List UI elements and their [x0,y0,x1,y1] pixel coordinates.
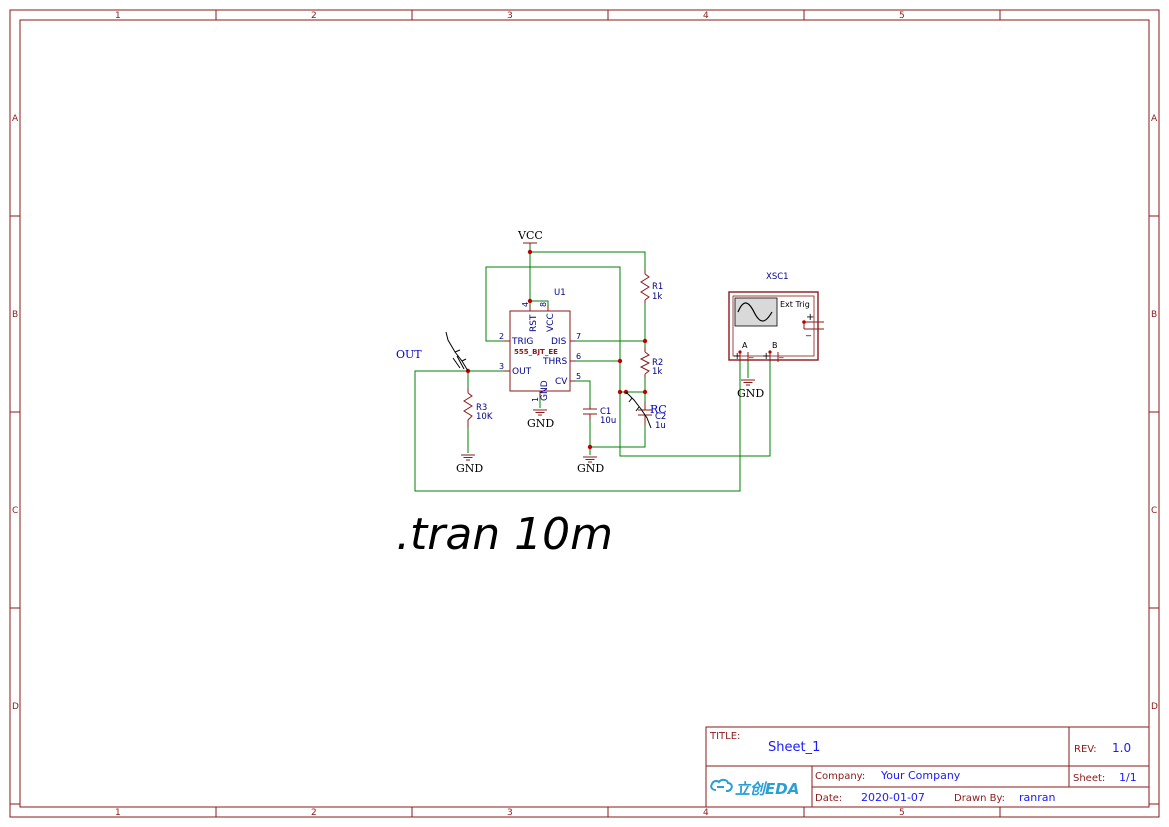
zone-row-A-left: A [12,114,19,124]
zone-row-C-right: C [1151,506,1157,516]
zone-row-D-left: D [12,702,19,712]
r3-value: 10K [476,412,493,422]
u1-pin-gnd: GND [540,380,550,401]
scope-channel-a: A [742,341,748,350]
probe-out[interactable]: OUT [396,331,469,372]
gnd-label-c1: GND [577,462,604,475]
zone-row-B-left: B [12,310,18,320]
gnd-symbol-c1[interactable]: GND [577,456,604,475]
sheet-frame: 1 1 2 2 3 3 4 4 5 5 A A B B C C D D [9,9,1160,818]
vcc-symbol[interactable]: VCC [517,229,543,245]
c1-value: 10u [600,416,616,426]
u1-model: 555_BJT_EE [514,348,558,356]
c2-value: 1u [655,421,666,431]
sine-wave-icon [737,302,773,322]
scope-a-minus: _ [748,349,754,359]
zone-col-4-top: 4 [703,11,709,21]
date-label: Date: [815,793,842,804]
zone-row-A-right: A [1151,114,1158,124]
u1-pin-dis: DIS [551,337,567,347]
zone-col-1-bottom: 1 [115,808,121,818]
scope-ext-minus: _ [805,326,812,337]
gnd-label-scope: GND [737,387,764,400]
zone-col-3-bottom: 3 [507,808,513,818]
u1-555-timer[interactable]: U1 555_BJT_EE 4 8 RST VCC 2 3 TRIG OUT 7… [499,288,581,402]
u1-pin-out: OUT [512,367,532,377]
zone-col-1-top: 1 [115,11,121,21]
r2-name: R2 [652,358,663,368]
company-label: Company: [815,771,865,782]
drawn-by-value: ranran [1019,791,1055,804]
resistor-r2[interactable]: R2 1k [639,348,663,378]
u1-pin-3: 3 [499,362,504,371]
gnd-label-r3: GND [456,462,483,475]
rev-label: REV: [1074,744,1097,755]
sheet-title: Sheet_1 [768,740,820,755]
u1-pin-1: 1 [531,397,540,402]
oscilloscope-xsc1[interactable]: XSC1 Ext Trig + _ A B + _ + _ [728,272,824,362]
u1-pin-trig: TRIG [511,337,533,347]
vcc-label: VCC [517,229,543,242]
scope-ext-trig-label: Ext Trig [780,300,810,309]
rc-probe-label: RC [650,403,667,416]
xsc1-designator: XSC1 [766,272,789,282]
scope-a-plus: + [733,351,741,362]
scope-ext-plus: + [806,312,814,323]
rev-value: 1.0 [1112,741,1131,755]
zone-row-B-right: B [1151,310,1157,320]
u1-pin-4: 4 [521,302,530,307]
wires [414,245,771,492]
zone-col-2-top: 2 [311,11,317,21]
resistor-r1[interactable]: R1 1k [640,270,663,303]
u1-pin-cv: CV [555,377,568,387]
u1-pin-vcc: VCC [546,313,556,332]
lceda-logo: 立创EDA [710,778,799,798]
u1-pin-7: 7 [576,332,581,341]
gnd-label-u1: GND [527,417,554,430]
c1-name: C1 [600,407,611,417]
r2-value: 1k [652,367,662,377]
zone-col-2-bottom: 2 [311,808,317,818]
zone-col-3-top: 3 [507,11,513,21]
date-value: 2020-01-07 [861,791,925,804]
zone-row-C-left: C [12,506,18,516]
resistor-r3[interactable]: R3 10K [463,388,493,428]
c2-name: C2 [655,412,666,422]
gnd-symbol-scope[interactable]: GND [737,379,764,400]
drawn-by-label: Drawn By: [954,793,1005,804]
scope-b-minus: _ [778,349,784,359]
capacitor-c1[interactable]: C1 10u [583,405,616,426]
title-block: TITLE: Sheet_1 REV: 1.0 Company: Your Co… [705,726,1150,808]
r1-name: R1 [652,282,663,292]
sheet-label: Sheet: [1073,773,1105,784]
r1-value: 1k [652,292,662,302]
u1-pin-2: 2 [499,332,504,341]
zone-col-5-top: 5 [899,11,905,21]
u1-pin-rst: RST [529,314,539,332]
u1-pin-8: 8 [539,302,548,307]
sheet-value: 1/1 [1119,771,1137,784]
logo-text: 立创EDA [735,780,799,798]
scope-screen [734,297,778,327]
u1-designator: U1 [554,288,566,298]
zone-row-D-right: D [1151,702,1158,712]
title-label: TITLE: [709,731,740,742]
spice-directive[interactable]: .tran 10m [396,509,613,560]
gnd-symbol-u1[interactable]: GND [527,409,554,430]
u1-pin-thrs: THRS [542,357,568,367]
u1-pin-5: 5 [576,372,581,381]
zone-col-4-bottom: 4 [703,808,709,818]
scope-channel-b: B [772,341,778,350]
company-value: Your Company [880,769,961,782]
r3-name: R3 [476,403,487,413]
scope-b-plus: + [762,351,770,362]
capacitor-c2[interactable]: C2 1u [638,402,666,431]
probe-rc[interactable]: RC [625,391,667,429]
zone-col-5-bottom: 5 [899,808,905,818]
gnd-symbol-r3[interactable]: GND [456,454,483,475]
out-probe-label: OUT [396,348,422,361]
u1-pin-6: 6 [576,352,581,361]
